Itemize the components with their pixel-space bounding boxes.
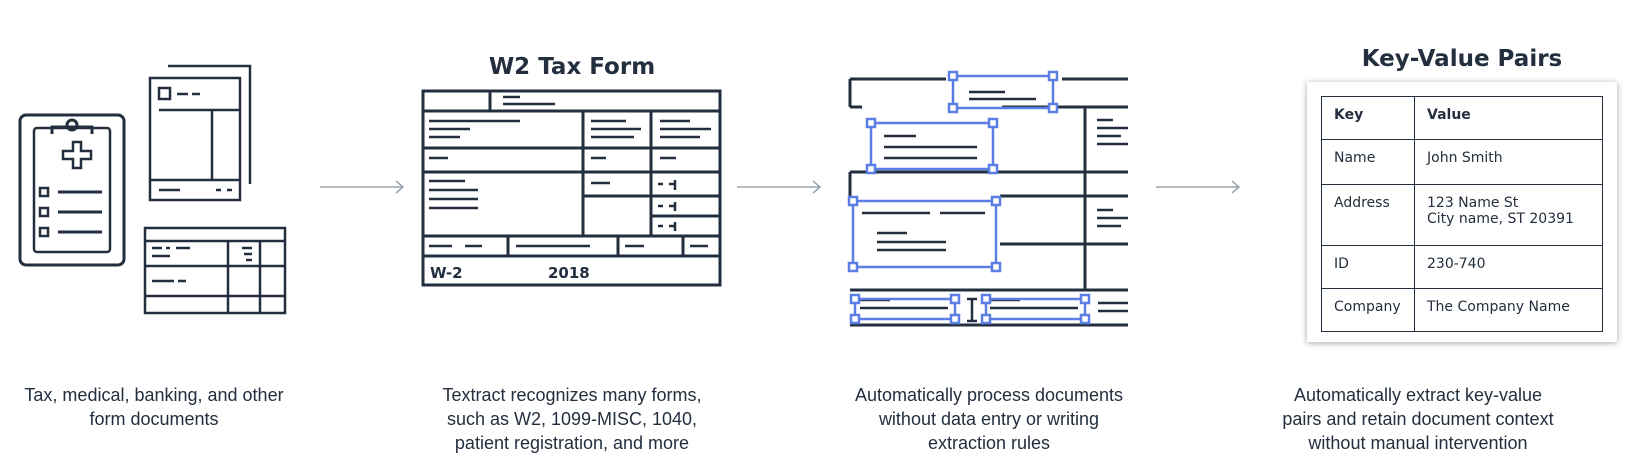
cell-key: ID [1321,245,1415,289]
arrow-right-icon [737,180,822,194]
cell-value: John Smith [1414,139,1603,185]
cell-value: The Company Name [1414,288,1603,332]
cell-value: 123 Name St City name, ST 20391 [1414,184,1603,246]
header-value: Value [1414,96,1603,140]
table-row: Company The Company Name [1321,288,1603,332]
cell-key: Address [1321,184,1415,246]
table-row: Address 123 Name St City name, ST 20391 [1321,184,1603,246]
caption-w2-form: Textract recognizes many forms, such as … [442,385,702,453]
detected-fields-icon [847,70,1128,327]
key-value-table: Key Value Name John Smith Address 123 Na… [1321,96,1603,332]
caption-processing: Automatically process documents without … [854,385,1124,453]
cell-key: Company [1321,288,1415,332]
key-value-card: Key Value Name John Smith Address 123 Na… [1307,82,1617,342]
header-key: Key [1321,96,1415,140]
arrow-right-icon [1156,180,1241,194]
cell-key: Name [1321,139,1415,185]
w2-form-year: 2018 [548,264,590,282]
stacked-forms-icon [143,64,287,315]
key-value-title: Key-Value Pairs [1361,46,1563,72]
caption-key-value: Automatically extract key-value pairs an… [1282,385,1554,453]
table-row: ID 230-740 [1321,245,1603,289]
clipboard-medical-icon [18,113,126,267]
caption-documents: Tax, medical, banking, and other form do… [24,385,284,429]
w2-form-title: W2 Tax Form [488,54,656,80]
cell-value: 230-740 [1414,245,1603,289]
arrow-right-icon [320,180,405,194]
table-header-row: Key Value [1321,96,1603,140]
w2-form-code: W-2 [430,264,463,282]
w2-form-icon [421,89,722,287]
table-row: Name John Smith [1321,139,1603,185]
